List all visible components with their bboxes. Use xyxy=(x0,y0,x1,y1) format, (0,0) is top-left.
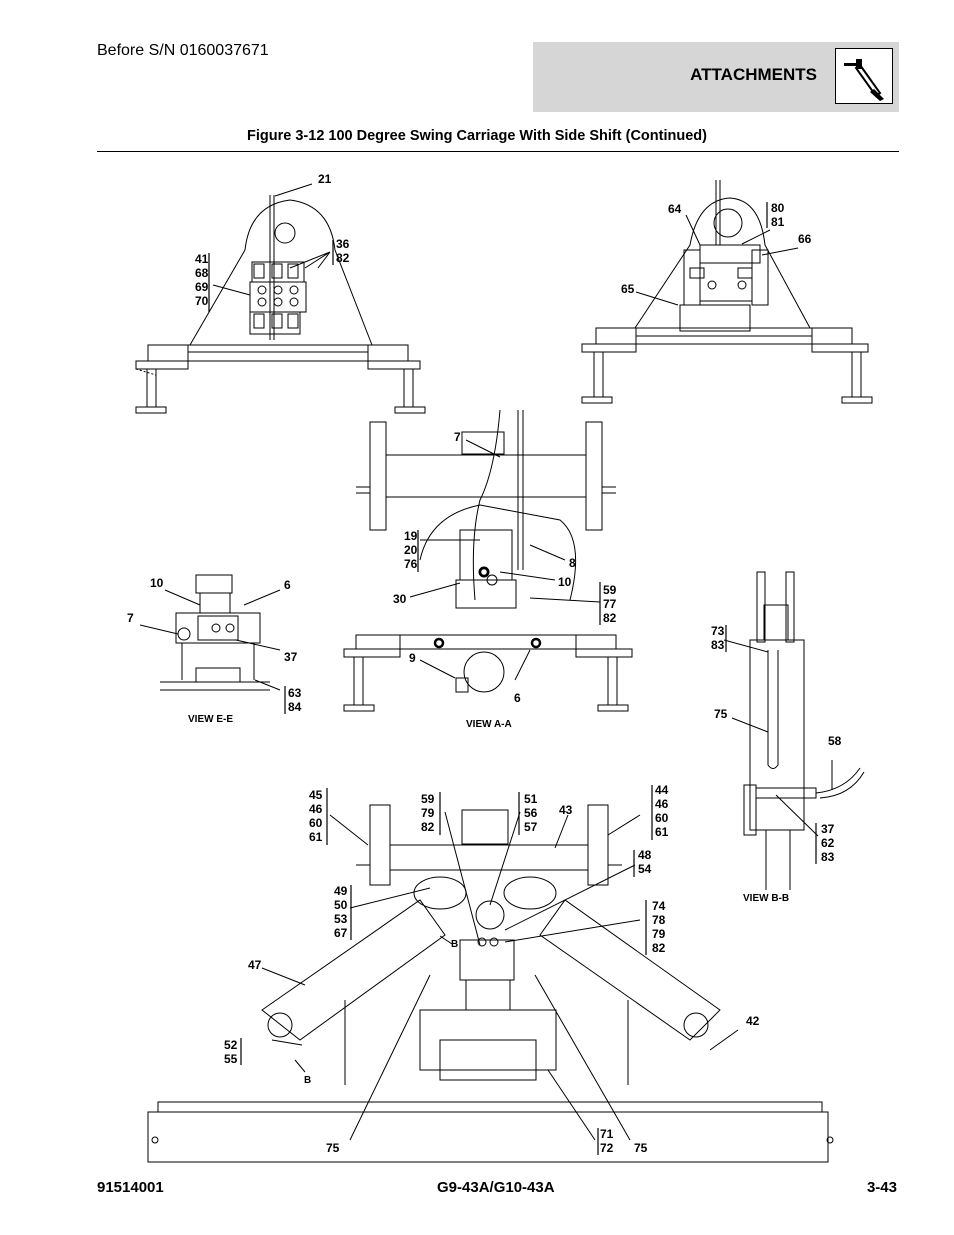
page-number: 3-43 xyxy=(866,1179,897,1196)
figure-title: Figure 3-12 100 Degree Swing Carriage Wi… xyxy=(247,128,707,144)
leader-bars xyxy=(208,202,817,1155)
callout-8: 8 xyxy=(569,556,576,570)
callout-82: 82 xyxy=(336,251,350,265)
view-main xyxy=(147,804,834,1163)
callout-81: 81 xyxy=(771,215,785,229)
callout-6-view-e: 6 xyxy=(284,578,291,592)
leader-lines xyxy=(139,183,833,1141)
callout-55: 55 xyxy=(224,1052,238,1066)
callout-21: 21 xyxy=(318,172,332,186)
callout-10-view-a: 10 xyxy=(558,575,572,589)
callout-82-right: 82 xyxy=(652,941,666,955)
callout-9: 9 xyxy=(409,651,416,665)
callout-80: 80 xyxy=(771,201,785,215)
callout-79: 79 xyxy=(421,806,435,820)
callout-44: 44 xyxy=(655,783,669,797)
section-header-box: ATTACHMENTS xyxy=(533,42,899,112)
callout-6-view-a: 6 xyxy=(514,691,521,705)
callout-63: 63 xyxy=(288,686,302,700)
callout-83: 83 xyxy=(711,638,725,652)
callout-71: 71 xyxy=(600,1127,614,1141)
callout-82-view-a: 82 xyxy=(603,611,617,625)
callout-52: 52 xyxy=(224,1038,238,1052)
callout-60-right: 60 xyxy=(655,811,669,825)
callout-74: 74 xyxy=(652,899,666,913)
callout-42: 42 xyxy=(746,1014,760,1028)
callout-41: 41 xyxy=(195,252,209,266)
section-title: ATTACHMENTS xyxy=(690,65,817,84)
callout-67: 67 xyxy=(334,926,348,940)
document-number: 91514001 xyxy=(97,1179,164,1196)
callout-65: 65 xyxy=(621,282,635,296)
callout-72: 72 xyxy=(600,1141,614,1155)
callout-66: 66 xyxy=(798,232,812,246)
callout-58: 58 xyxy=(828,734,842,748)
callout-57: 57 xyxy=(524,820,538,834)
callout-70: 70 xyxy=(195,294,209,308)
section-marker-b-lower: B xyxy=(304,1075,311,1086)
callout-64: 64 xyxy=(668,202,682,216)
callout-50: 50 xyxy=(334,898,348,912)
callout-20: 20 xyxy=(404,543,418,557)
callout-7-view-e: 7 xyxy=(127,611,134,625)
serial-number-note: Before S/N 0160037671 xyxy=(97,42,269,59)
callout-83-view-b: 83 xyxy=(821,850,835,864)
model-number: G9-43A/G10-43A xyxy=(437,1179,555,1196)
callout-51: 51 xyxy=(524,792,538,806)
callout-7-view-a: 7 xyxy=(454,430,461,444)
callout-43: 43 xyxy=(559,803,573,817)
callout-76: 76 xyxy=(404,557,418,571)
view-b-b xyxy=(743,571,865,890)
callout-75-view-b: 75 xyxy=(714,707,728,721)
callout-78: 78 xyxy=(652,913,666,927)
callout-82-main: 82 xyxy=(421,820,435,834)
callout-49: 49 xyxy=(334,884,348,898)
callout-75-left: 75 xyxy=(326,1141,340,1155)
callout-60: 60 xyxy=(309,816,323,830)
view-a-a xyxy=(343,409,633,712)
callout-46-right: 46 xyxy=(655,797,669,811)
view-b-label: VIEW B-B xyxy=(743,893,789,904)
callout-68: 68 xyxy=(195,266,209,280)
callout-53: 53 xyxy=(334,912,348,926)
part-markers xyxy=(433,566,542,649)
callout-30: 30 xyxy=(393,592,407,606)
section-marker-b-upper: B xyxy=(451,939,458,950)
callout-59: 59 xyxy=(603,583,617,597)
callout-48: 48 xyxy=(638,848,652,862)
wrench-manual-icon xyxy=(835,48,893,104)
callout-36: 36 xyxy=(336,237,350,251)
callout-84: 84 xyxy=(288,700,302,714)
callout-56: 56 xyxy=(524,806,538,820)
callout-45: 45 xyxy=(309,788,323,802)
view-a-label: VIEW A-A xyxy=(466,719,512,730)
callout-62: 62 xyxy=(821,836,835,850)
view-top-right xyxy=(581,180,873,404)
callout-79-right: 79 xyxy=(652,927,666,941)
callout-59-main: 59 xyxy=(421,792,435,806)
view-top-left xyxy=(135,195,426,414)
callout-61: 61 xyxy=(309,830,323,844)
callout-73: 73 xyxy=(711,624,725,638)
callout-61-right: 61 xyxy=(655,825,669,839)
callout-37-view-b: 37 xyxy=(821,822,835,836)
callout-77: 77 xyxy=(603,597,617,611)
callout-75-right: 75 xyxy=(634,1141,648,1155)
callout-10-view-e: 10 xyxy=(150,576,164,590)
callout-47: 47 xyxy=(248,958,262,972)
callout-54: 54 xyxy=(638,862,652,876)
callout-46: 46 xyxy=(309,802,323,816)
title-divider xyxy=(97,151,899,152)
callout-19: 19 xyxy=(404,529,418,543)
callout-69: 69 xyxy=(195,280,209,294)
view-e-label: VIEW E-E xyxy=(188,714,233,725)
callout-37: 37 xyxy=(284,650,298,664)
